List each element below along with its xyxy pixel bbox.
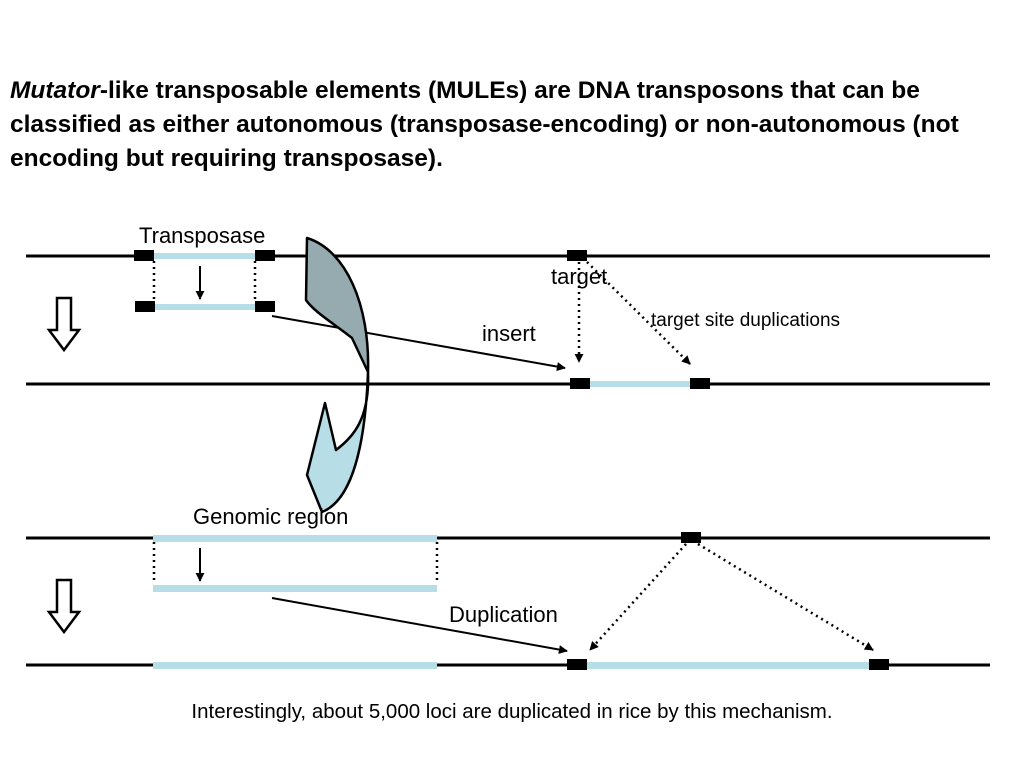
genomic-region-source <box>153 535 437 542</box>
label-tsd: target site duplications <box>651 310 840 331</box>
transposon-element-source <box>153 253 256 259</box>
hollow-down-arrow-1 <box>46 296 82 353</box>
slide-caption: Interestingly, about 5,000 loci are dupl… <box>191 700 833 723</box>
curved-arrow-upper <box>304 236 370 374</box>
tsd-arrow-right <box>586 261 691 365</box>
hollow-down-arrow-2 <box>46 578 82 635</box>
heading-rest: -like transposable elements (MULEs) are … <box>10 77 959 172</box>
dup-arrow-right <box>697 542 874 652</box>
label-genomic-region: Genomic region <box>193 504 348 529</box>
dup-tsd-block-left <box>567 659 587 670</box>
tir-block-right-1 <box>255 250 275 261</box>
label-insert: insert <box>482 321 536 346</box>
tir-block-right-copy <box>255 301 275 312</box>
transposon-copy <box>153 304 256 310</box>
inserted-element <box>589 381 690 387</box>
target-site-block-2 <box>681 532 701 543</box>
tir-block-left-1 <box>134 250 154 261</box>
label-transposase: Transposase <box>139 223 265 248</box>
dup-arrow-left <box>589 543 687 651</box>
curved-arrow-lower <box>305 370 370 514</box>
target-site-block <box>567 250 587 261</box>
genomic-region-original <box>153 662 437 669</box>
dup-tsd-block-right <box>869 659 889 670</box>
slide-heading: Mutator-like transposable elements (MULE… <box>10 74 1010 176</box>
heading-italic: Mutator <box>10 77 100 104</box>
duplication-arrow <box>271 597 568 654</box>
label-duplication: Duplication <box>449 602 558 627</box>
duplicated-region <box>586 662 870 669</box>
tsd-block-right <box>690 378 710 389</box>
tir-block-left-copy <box>135 301 155 312</box>
tsd-block-left <box>570 378 590 389</box>
insert-arrow <box>271 315 566 372</box>
label-target: target <box>551 264 607 289</box>
genomic-region-copy <box>153 585 437 592</box>
